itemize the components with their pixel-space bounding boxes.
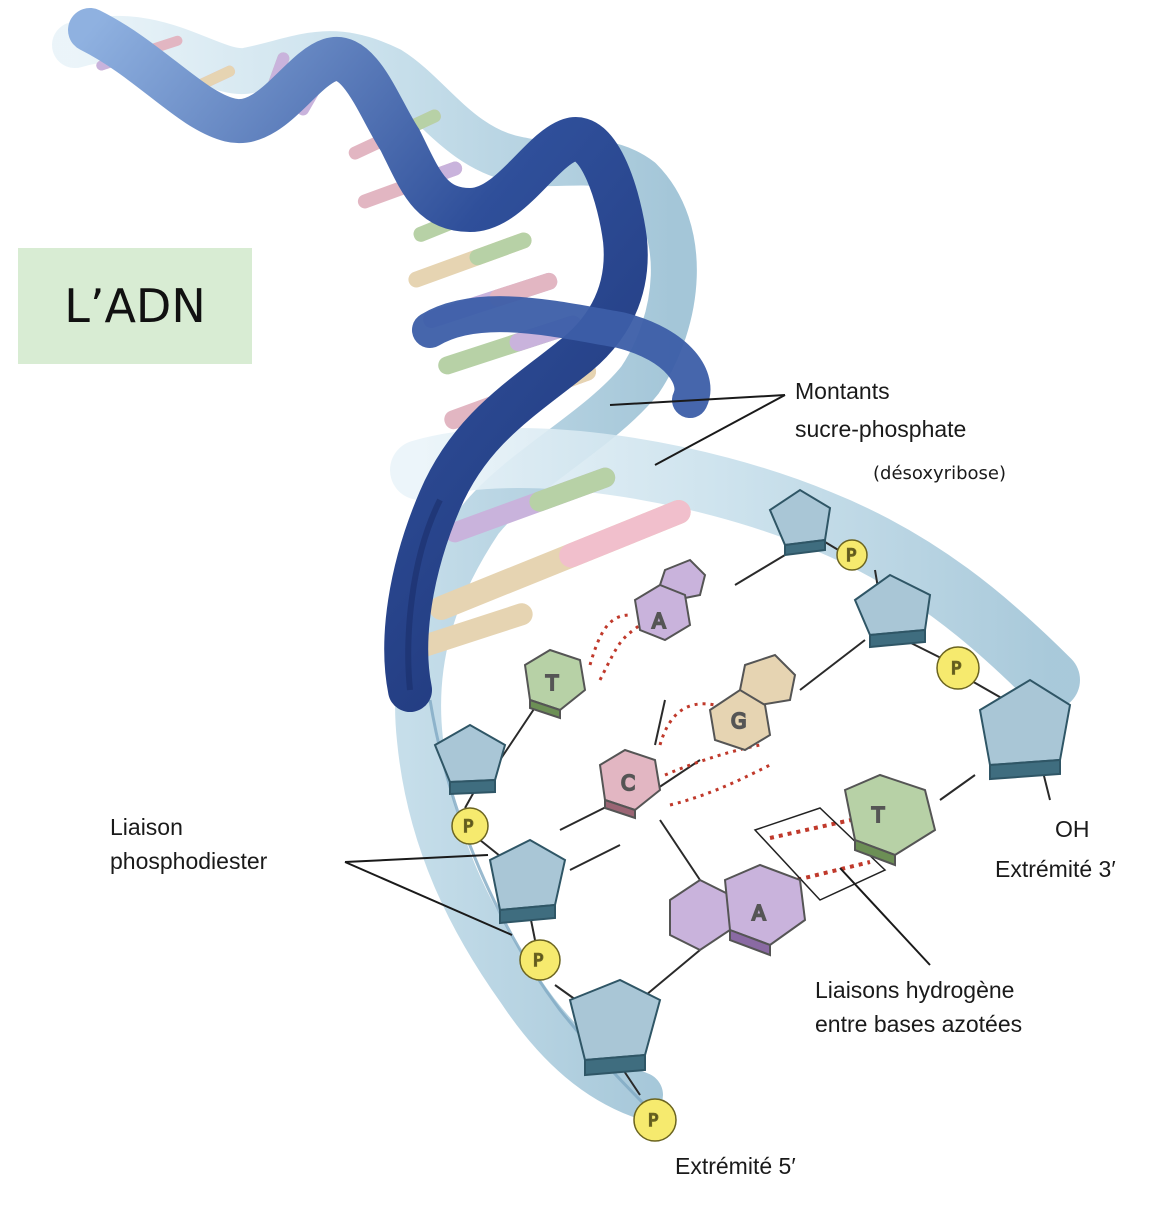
leader-lines (344, 394, 931, 966)
base-adenine-1: A (633, 558, 707, 642)
backbone-light-strand (52, 15, 1080, 1118)
svg-text:P: P (463, 817, 473, 837)
svg-text:A: A (652, 609, 666, 633)
sugar-1 (768, 488, 832, 557)
hydrogen-bond-highlight-box (753, 807, 887, 901)
sugar-6 (568, 978, 662, 1077)
label-backbone-line1: Montants (795, 378, 890, 404)
svg-text:P: P (846, 546, 856, 566)
sugar-5 (488, 838, 567, 925)
hydrogen-bonds (588, 613, 871, 886)
label-phosphodiester-line2: phosphodiester (110, 848, 268, 874)
phosphate-2: P (936, 646, 980, 690)
sugar-units (433, 488, 1072, 1077)
base-thymine-2: T (843, 773, 937, 867)
label-hydrogen-line1: Liaisons hydrogène (815, 977, 1015, 1003)
base-adenine-2: A (669, 863, 807, 957)
svg-text:T: T (871, 803, 885, 827)
phosphate-3: P (451, 807, 489, 845)
label-end-5: Extrémité 5′ (675, 1153, 796, 1179)
phosphate-4: P (519, 939, 561, 981)
svg-text:C: C (621, 771, 635, 795)
svg-text:A: A (752, 901, 766, 925)
sugar-2 (853, 573, 932, 649)
nitrogenous-bases: A T G C T (523, 558, 937, 957)
label-backbone-note: (désoxyribose) (873, 463, 1006, 484)
label-oh: OH (1055, 816, 1090, 842)
svg-text:G: G (731, 709, 747, 733)
svg-text:P: P (533, 951, 543, 971)
label-end-3: Extrémité 3′ (995, 856, 1116, 882)
title-box: L’ADN (18, 248, 252, 364)
phosphate-1: P (836, 539, 868, 571)
phosphate-5: P (633, 1098, 677, 1142)
svg-text:T: T (545, 671, 559, 695)
svg-text:P: P (648, 1111, 658, 1131)
base-thymine-1: T (523, 648, 587, 720)
backbone-dark-strand (68, 8, 711, 712)
label-phosphodiester-line1: Liaison (110, 814, 183, 840)
label-backbone-line2: sucre-phosphate (795, 416, 967, 442)
base-cytosine: C (598, 748, 662, 820)
page-title: L’ADN (64, 279, 206, 333)
phosphate-groups: P P P P P (451, 539, 980, 1142)
sugar-4 (433, 723, 507, 796)
sugar-3 (978, 678, 1072, 781)
svg-text:P: P (951, 659, 961, 679)
base-guanine: G (708, 653, 797, 752)
label-hydrogen-line2: entre bases azotées (815, 1011, 1023, 1037)
